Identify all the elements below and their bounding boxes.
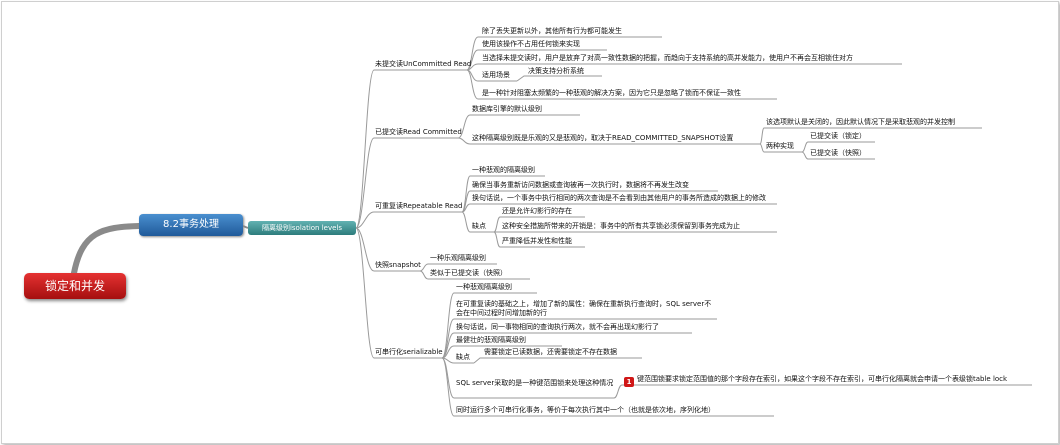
- branch-snapshot[interactable]: 快照snapshot: [375, 261, 421, 269]
- rc-item-1: 数据库引擎的默认级别: [472, 105, 542, 113]
- snap-item-2: 类似于已提交读（快照）: [430, 269, 507, 277]
- rr-cons-1: 还是允许幻影行的存在: [502, 207, 572, 215]
- branch-read-committed[interactable]: 已提交读Read Committed: [375, 128, 462, 136]
- branch-read-uncommitted[interactable]: 未提交读UnCommitted Read: [375, 60, 472, 68]
- rr-item-1: 一种悲观的隔离级别: [472, 166, 535, 174]
- isolation-levels-topic[interactable]: 隔离级别isolation levels: [248, 221, 356, 235]
- ru-item-1: 除了丢失更新以外，其他所有行为都可能发生: [482, 27, 622, 35]
- branch-serializable[interactable]: 可串行化serializable: [375, 348, 443, 356]
- rc-item-2: 这种隔离级别既是乐观的又是悲观的，取决于READ_COMMITTED_SNAPS…: [472, 134, 734, 142]
- rc-impl-locking: 已提交读（锁定）: [810, 132, 866, 140]
- ser-key-range-note: 键范围锁要求锁定范围值的那个字段存在索引，如果这个字段不存在索引，可串行化隔离就…: [637, 375, 1008, 383]
- ru-scene-label: 适用场景: [482, 71, 510, 79]
- main-topic[interactable]: 8.2事务处理: [139, 214, 243, 236]
- rr-cons-label: 缺点: [472, 222, 486, 230]
- ru-item-4: 是一种针对阻塞太频繁的一种悲观的解决方案，因为它只是忽略了锁而不保证一致性: [482, 89, 741, 97]
- ru-scene-value: 决策支持分析系统: [528, 67, 584, 75]
- ser-item-4: 最健壮的悲观隔离级别: [456, 336, 526, 344]
- ser-item-1: 一种悲观隔离级别: [456, 283, 512, 291]
- rc-default-note: 该选项默认是关闭的，因此默认情况下是采取悲观的并发控制: [766, 118, 955, 126]
- ru-item-2: 使用该操作不占用任何锁来实现: [482, 40, 580, 48]
- rr-item-3: 换句话说，一个事务中执行相同的两次查询是不会看到由其他用户的事务所造成的数据上的…: [472, 194, 766, 202]
- rc-impl-snapshot: 已提交读（快照）: [810, 149, 866, 157]
- rr-cons-3: 严重降低并发性和性能: [502, 237, 572, 245]
- snap-item-1: 一种乐观隔离级别: [430, 254, 486, 262]
- ser-item-2: 在可重复读的基础之上，增加了新的属性：确保在重新执行查询时，SQL server…: [456, 300, 712, 317]
- ser-item-6: 同时运行多个可串行化事务，等价于每次执行其中一个（也就是依次地，序列化地）: [456, 406, 715, 414]
- ser-item-5: SQL server采取的是一种键范围锁来处理这种情况: [456, 379, 614, 387]
- rr-cons-2: 这种安全措施所带来的开销是：事务中的所有共享锁必须保留到事务完成为止: [502, 222, 740, 230]
- branch-repeatable-read[interactable]: 可重复读Repeatable Read: [375, 202, 463, 210]
- note-badge[interactable]: 1: [624, 377, 634, 387]
- rc-impl-label: 两种实现: [766, 142, 794, 150]
- ser-cons-value: 需要锁定已读数据，还需要锁定不存在数据: [484, 348, 617, 356]
- rr-item-2: 确保当事务重新访问数据或查询被再一次执行时，数据将不再发生改变: [472, 181, 689, 189]
- ser-cons-label: 缺点: [456, 353, 470, 361]
- ser-item-3: 换句话说，同一事物相同的查询执行两次，就不会再出现幻影行了: [456, 323, 659, 331]
- ru-item-3: 当选择未提交读时，用户是放弃了对高一致性数据的把握，而趋向于支持系统的高并发能力…: [482, 54, 853, 62]
- root-topic[interactable]: 锁定和并发: [24, 273, 126, 299]
